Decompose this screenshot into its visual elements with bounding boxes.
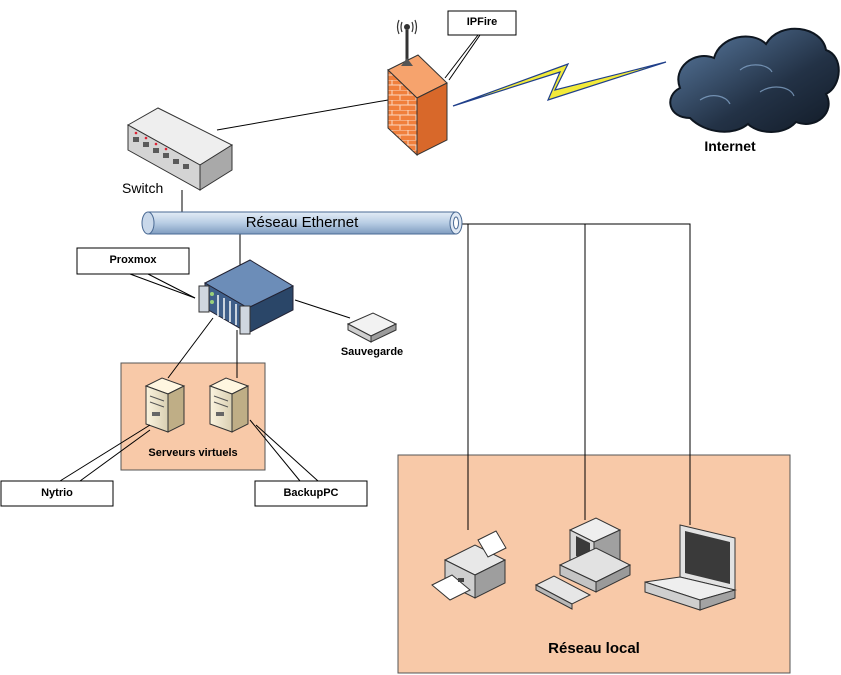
firewall-icon: [387, 54, 448, 157]
antenna-icon: [396, 19, 418, 66]
nytrio-callout: [0, 424, 151, 507]
printer-icon: [431, 530, 507, 601]
proxmox-label: Proxmox: [109, 254, 157, 266]
server-rack-icon: [198, 259, 295, 335]
local-network-label: Réseau local: [548, 640, 640, 657]
cloud-icon: [669, 27, 840, 133]
proxmox-callout: [76, 247, 196, 299]
tower-server-icon: [208, 377, 250, 433]
internet-label: Internet: [704, 138, 756, 154]
laptop-icon: [644, 524, 737, 611]
sauvegarde-label: Sauvegarde: [340, 346, 404, 358]
virtual-servers-label: Serveurs virtuels: [148, 447, 238, 459]
nytrio-label: Nytrio: [41, 487, 73, 499]
nas-icon: [346, 312, 398, 343]
ethernet-pipe: [141, 211, 463, 235]
tower-server-icon: [144, 377, 186, 433]
switch-icon: [126, 107, 234, 191]
desktop-computer-icon: [534, 517, 632, 610]
ethernet-label: Réseau Ethernet: [245, 214, 359, 231]
switch-label: Switch: [122, 180, 164, 196]
ipfire-label: IPFire: [466, 16, 498, 28]
ipfire-callout: [444, 10, 517, 81]
backuppc-label: BackupPC: [283, 487, 339, 499]
lightning-link: [452, 61, 667, 107]
backuppc-callout: [249, 419, 368, 507]
